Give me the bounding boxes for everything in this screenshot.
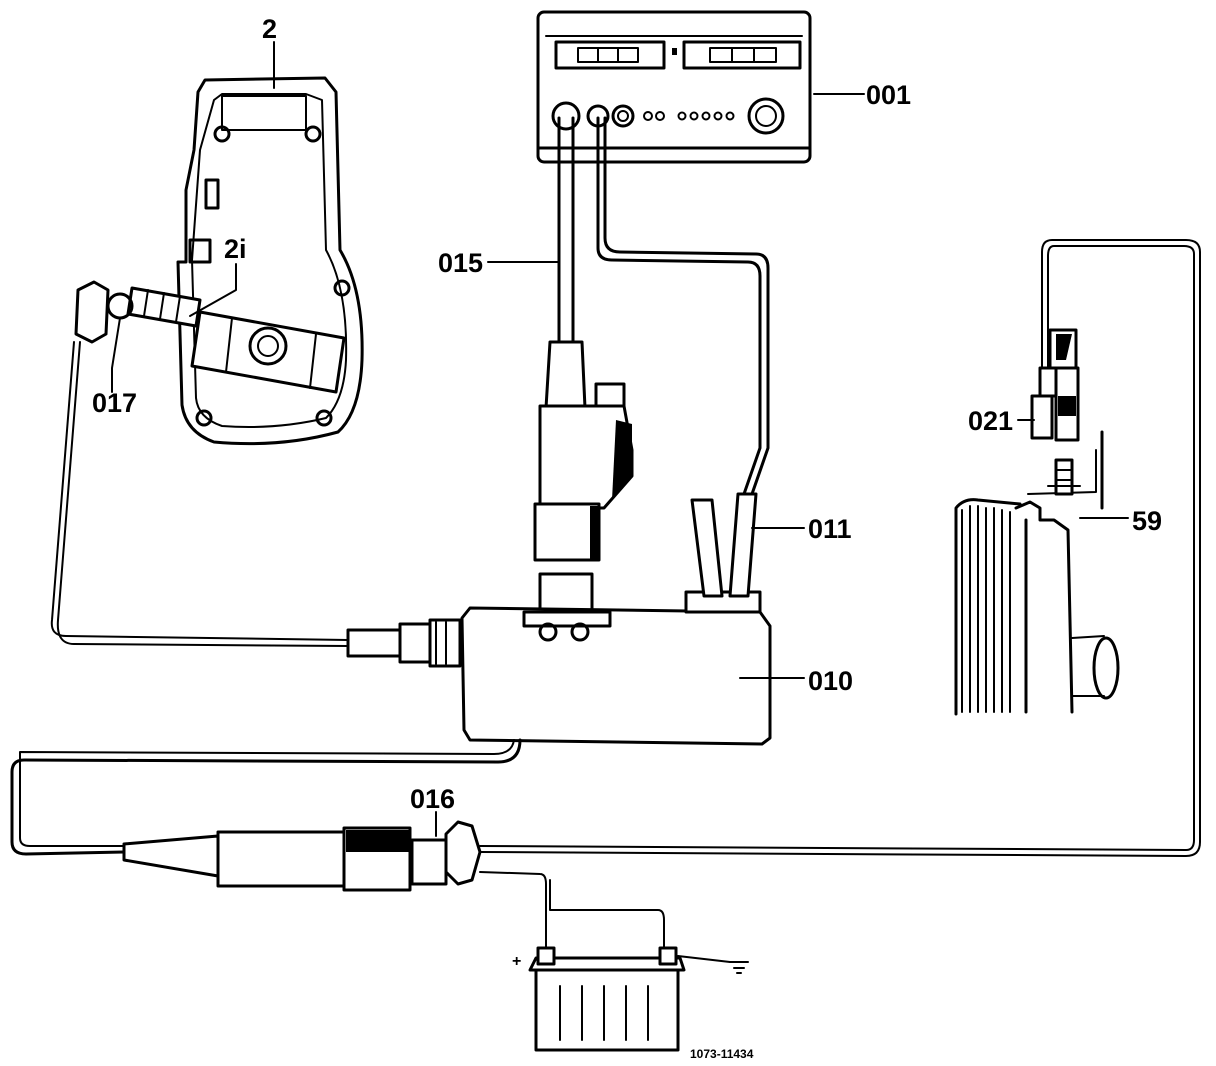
label-021: 021 [968,406,1013,436]
label-2i: 2i [224,234,247,264]
engine-pulley [954,430,1120,716]
sensor-plug [74,280,202,344]
battery-plus-label: + [512,953,521,970]
label-010: 010 [808,666,853,696]
label-015: 015 [438,248,483,278]
clip-cable [596,116,770,598]
sensor-2i [190,310,346,394]
figure-id: 1073-11434 [690,1047,754,1061]
label-011: 011 [808,514,852,544]
tdc-lead [479,239,1201,857]
sensor-cable [50,341,462,668]
distributor [74,76,364,446]
label-001: 001 [866,80,911,110]
label-017: 017 [92,388,137,418]
label-016: 016 [410,784,455,814]
probe-cable [533,116,634,612]
label-2: 2 [262,14,277,44]
tdc-sensor [1030,328,1081,496]
battery [479,871,749,1052]
tester-unit [536,10,812,164]
leader-lines [111,41,1129,837]
lower-cable [10,738,522,892]
adapter-box [460,590,772,746]
label-59: 59 [1132,506,1162,536]
